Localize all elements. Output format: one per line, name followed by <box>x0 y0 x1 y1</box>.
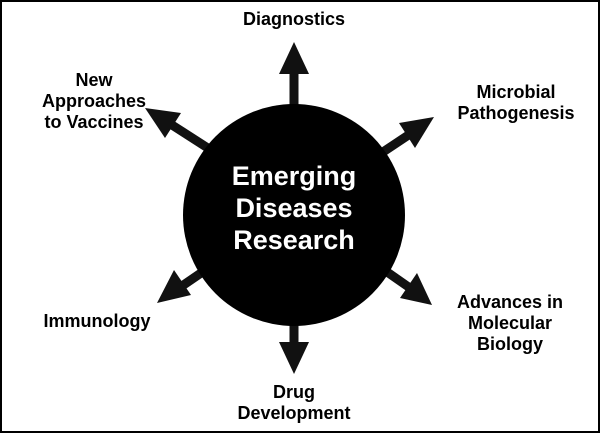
arrow-new-approaches-to-vaccines <box>145 108 217 156</box>
branch-label-line: Development <box>237 403 350 423</box>
branch-label-line: New <box>75 70 113 90</box>
center-title-line: Diseases <box>235 193 352 223</box>
branch-label-line: Approaches <box>42 91 146 111</box>
branch-label-line: Molecular <box>468 313 552 333</box>
center-title-line: Emerging <box>232 161 357 191</box>
label-diagnostics: Diagnostics <box>243 9 345 29</box>
branch-label-line: Diagnostics <box>243 9 345 29</box>
branch-label-line: to Vaccines <box>44 112 143 132</box>
branch-label-line: Microbial <box>476 82 555 102</box>
center-circle <box>183 104 405 326</box>
branch-label-line: Pathogenesis <box>457 103 574 123</box>
branch-label-line: Immunology <box>44 311 151 331</box>
branch-label-line: Drug <box>273 382 315 402</box>
center-title-line: Research <box>233 225 355 255</box>
label-immunology: Immunology <box>44 311 151 331</box>
branch-label-line: Advances in <box>457 292 563 312</box>
branch-label-line: Biology <box>477 334 543 354</box>
